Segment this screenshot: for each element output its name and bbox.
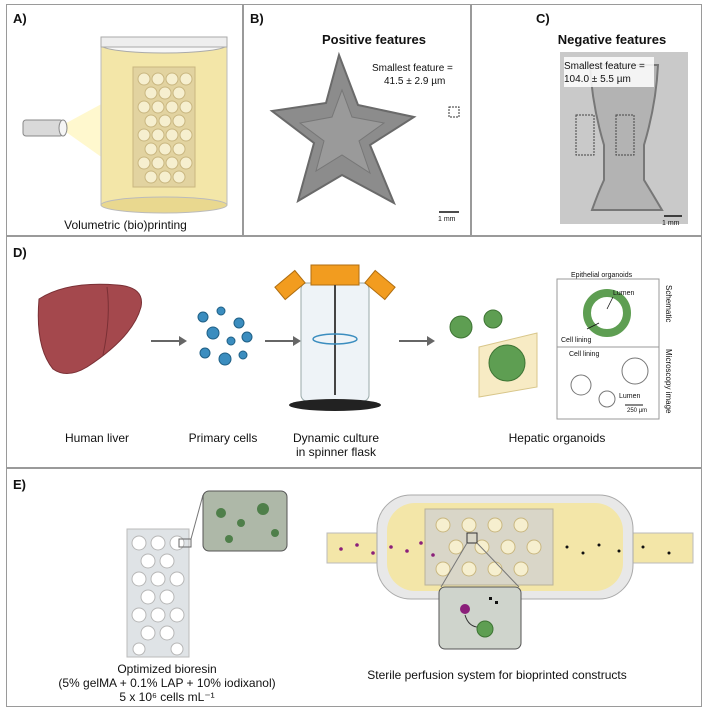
panel-a-label: A) [13, 11, 27, 26]
spinner-flask [274, 264, 396, 411]
step-human-liver: Human liver [64, 431, 130, 445]
panel-b-feature-line1: Smallest feature = [372, 63, 453, 74]
star-print-image [269, 51, 460, 213]
step-primary-cells: Primary cells [188, 431, 258, 445]
step-dynamic-culture: Dynamic culture [292, 431, 380, 445]
panel-c-title: Negative features [557, 32, 667, 47]
bioresin-formula: (5% gelMA + 0.1% LAP + 10% iodixanol) [58, 676, 276, 690]
schematic-side-label: Schematic [664, 285, 673, 323]
schematic-organoid [583, 289, 631, 337]
panel-c-label: C) [536, 11, 550, 26]
organoid-inset [556, 278, 660, 420]
panel-b-label: B) [250, 11, 264, 26]
panel-d: D) [6, 236, 702, 468]
organoids [449, 309, 538, 398]
step-spinner-flask: in spinner flask [295, 445, 377, 459]
bioresin-zoom-inset [202, 490, 288, 552]
step-hepatic-organoids: Hepatic organoids [508, 431, 606, 445]
bioresin-title: Optimized bioresin [117, 662, 217, 676]
perfusion-caption: Sterile perfusion system for bioprinted … [367, 668, 627, 682]
panel-c-scale-label: 1 mm [662, 220, 680, 227]
bioresin-lattice [126, 528, 190, 658]
panel-b: B) Positive features Smallest feature = … [243, 4, 471, 236]
schematic-cell-lining-label: Cell lining [561, 337, 592, 344]
perfusion-zoom-inset [438, 586, 522, 650]
panel-b-scale-label: 1 mm [438, 216, 456, 223]
channel-shape [588, 64, 664, 211]
panel-d-label: D) [13, 245, 27, 260]
volumetric-printer-illustration [22, 36, 228, 214]
bioresin-construct-illustration [126, 490, 694, 658]
light-beam [59, 101, 107, 161]
zoom-box [448, 106, 460, 118]
panel-c: C) Negative features Smallest feature = … [471, 4, 702, 236]
organoid-workflow-illustration [37, 264, 660, 420]
perfusion-chamber [326, 494, 694, 600]
panel-e: E) [6, 468, 702, 707]
microscopy-lumen-label: Lumen [619, 393, 641, 400]
bioresin-cells: 5 x 10⁶ cells mL⁻¹ [119, 690, 215, 704]
panel-a-caption: Volumetric (bio)printing [64, 218, 187, 232]
channel-microscopy-image [560, 52, 688, 224]
liver-illustration [37, 283, 142, 374]
panel-b-title: Positive features [321, 32, 427, 47]
panel-c-feature-value: 104.0 ± 5.5 µm [564, 74, 631, 85]
microscopy-scale-label: 250 µm [627, 408, 648, 414]
projector-icon [22, 119, 64, 137]
lattice-construct [132, 66, 196, 188]
panel-b-feature-value: 41.5 ± 2.9 µm [384, 76, 446, 87]
panel-e-label: E) [13, 477, 26, 492]
primary-cells [197, 306, 253, 366]
inset-title: Epithelial organoids [571, 272, 633, 279]
panel-a: A) Volumetric (bio)printing [6, 4, 243, 236]
microscopy-cell-lining-label: Cell lining [569, 351, 600, 358]
microscopy-side-label: Microscopy image [664, 349, 673, 414]
schematic-lumen-label: Lumen [613, 290, 635, 297]
panel-c-feature-line1: Smallest feature = [564, 61, 645, 72]
